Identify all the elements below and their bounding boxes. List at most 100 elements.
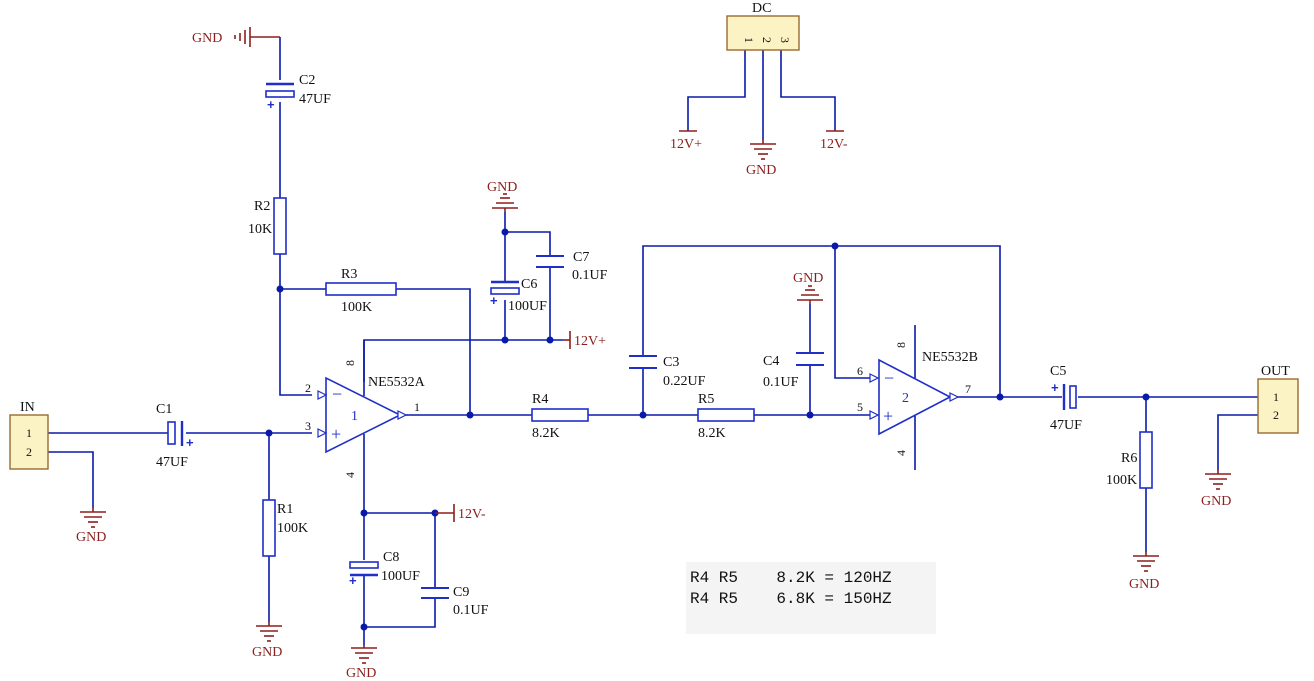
junction-dot xyxy=(276,285,284,293)
polarity-mark: + xyxy=(267,97,275,112)
capacitor-c9[interactable]: C9 0.1UF xyxy=(421,585,489,618)
junction-dot xyxy=(639,411,647,419)
resistor-r5[interactable]: R5 8.2K xyxy=(697,392,755,441)
pin-label: 4 xyxy=(343,472,357,478)
capacitor-ref: C6 xyxy=(521,277,537,292)
connector-in[interactable]: IN 1 2 xyxy=(9,400,49,470)
capacitor-ref: C5 xyxy=(1050,364,1066,379)
ground-label: GND xyxy=(487,180,517,195)
resistor-value: 10K xyxy=(248,222,272,237)
ground-symbol: GND xyxy=(793,271,823,304)
opamp-unit: 1 xyxy=(351,409,358,424)
power-label: 12V+ xyxy=(670,137,702,152)
resistor-value: 8.2K xyxy=(698,426,726,441)
ground-symbol: GND xyxy=(346,645,377,681)
opamp-ne5532b[interactable]: − + 2 NE5532B 6 5 7 8 4 xyxy=(857,325,978,470)
pin-label: 1 xyxy=(26,426,32,440)
power-port-12v-pos: 12V+ xyxy=(670,130,702,152)
capacitor-c4[interactable]: C4 0.1UF xyxy=(763,352,824,390)
note-line: R4 R5 6.8K = 150HZ xyxy=(690,590,892,608)
noninverting-input-symbol: + xyxy=(883,406,893,426)
ground-symbol: GND xyxy=(1201,470,1231,509)
opamp-unit: 2 xyxy=(902,391,909,406)
junction-dot xyxy=(501,336,509,344)
opamp-ne5532a[interactable]: − + 1 NE5532A 2 3 1 8 4 xyxy=(305,340,426,478)
capacitor-c5[interactable]: + C5 47UF xyxy=(1050,364,1082,433)
resistor-ref: R6 xyxy=(1121,451,1137,466)
pin-label: 6 xyxy=(857,364,863,378)
polarity-mark: + xyxy=(349,573,357,588)
power-label: 12V- xyxy=(820,137,848,152)
power-label: 12V+ xyxy=(574,334,606,349)
ground-symbol: GND xyxy=(252,622,282,660)
frequency-notes: R4 R5 8.2K = 120HZ R4 R5 6.8K = 150HZ xyxy=(686,562,936,634)
pin-label: 2 xyxy=(305,381,311,395)
ground-label: GND xyxy=(252,645,282,660)
ground-label: GND xyxy=(1201,494,1231,509)
junction-dot xyxy=(360,623,368,631)
capacitor-value: 0.1UF xyxy=(763,375,799,390)
pin-label: 8 xyxy=(343,360,357,366)
junction-dot xyxy=(466,411,474,419)
resistor-ref: R1 xyxy=(277,502,293,517)
polarity-mark: + xyxy=(490,293,498,308)
inverting-input-symbol: − xyxy=(884,368,894,388)
connector-dc-label: DC xyxy=(752,1,771,16)
capacitor-ref: C9 xyxy=(453,585,469,600)
ground-label: GND xyxy=(192,31,222,46)
capacitor-value: 47UF xyxy=(299,92,331,107)
pin-label: 3 xyxy=(778,37,792,43)
resistor-r6[interactable]: R6 100K xyxy=(1106,431,1153,489)
resistor-r2[interactable]: R2 10K xyxy=(248,197,287,255)
resistor-r4[interactable]: R4 8.2K xyxy=(531,392,589,441)
capacitor-ref: C8 xyxy=(383,550,399,565)
junction-dot xyxy=(265,429,273,437)
resistor-value: 100K xyxy=(1106,473,1137,488)
ground-label: GND xyxy=(76,530,106,545)
capacitor-c2[interactable]: + C2 47UF xyxy=(265,73,331,112)
resistor-value: 8.2K xyxy=(532,426,560,441)
ground-symbol: GND xyxy=(76,508,106,545)
ground-label: GND xyxy=(746,163,776,178)
junction-dot xyxy=(831,242,839,250)
pin-label: 2 xyxy=(1273,408,1279,422)
capacitor-ref: C4 xyxy=(763,354,779,369)
resistor-ref: R3 xyxy=(341,267,357,282)
polarity-mark: + xyxy=(1051,380,1059,395)
capacitor-ref: C7 xyxy=(573,250,589,265)
resistor-r3[interactable]: R3 100K xyxy=(325,267,397,315)
power-port-12v-neg: 12V- xyxy=(820,130,848,152)
capacitor-value: 47UF xyxy=(156,455,188,470)
connector-out[interactable]: OUT 1 2 xyxy=(1257,364,1299,434)
pin-label: 1 xyxy=(742,37,756,43)
ground-symbol: GND xyxy=(487,180,518,212)
capacitor-c7[interactable]: C7 0.1UF xyxy=(536,250,608,283)
capacitor-value: 0.1UF xyxy=(572,268,608,283)
pin-label: 2 xyxy=(26,445,32,459)
junction-dot xyxy=(1142,393,1150,401)
resistor-r1[interactable]: R1 100K xyxy=(262,499,308,557)
capacitor-value: 100UF xyxy=(508,299,547,314)
capacitor-c3[interactable]: C3 0.22UF xyxy=(629,355,706,389)
capacitor-c1[interactable]: + C1 47UF xyxy=(156,402,194,470)
pin-label: 1 xyxy=(414,400,420,414)
power-port-12v-pos: 12V+ xyxy=(563,331,606,349)
resistor-ref: R2 xyxy=(254,199,270,214)
junction-dot xyxy=(996,393,1004,401)
capacitor-ref: C3 xyxy=(663,355,679,370)
ground-symbol: GND xyxy=(1129,552,1159,592)
polarity-mark: + xyxy=(186,435,194,450)
pin-label: 7 xyxy=(965,382,971,396)
junction-dot xyxy=(501,228,509,236)
connector-dc[interactable]: DC 1 2 3 xyxy=(726,1,800,51)
pin-label: 5 xyxy=(857,400,863,414)
capacitor-c6[interactable]: + C6 100UF xyxy=(490,277,547,314)
junction-dot xyxy=(546,336,554,344)
capacitor-c8[interactable]: + C8 100UF xyxy=(349,550,420,588)
opamp-name: NE5532B xyxy=(922,350,978,365)
capacitor-ref: C1 xyxy=(156,402,172,417)
power-port-12v-neg: 12V- xyxy=(435,504,486,522)
ground-symbol: GND xyxy=(746,140,776,178)
capacitor-value: 0.1UF xyxy=(453,603,489,618)
connector-out-label: OUT xyxy=(1261,364,1290,379)
